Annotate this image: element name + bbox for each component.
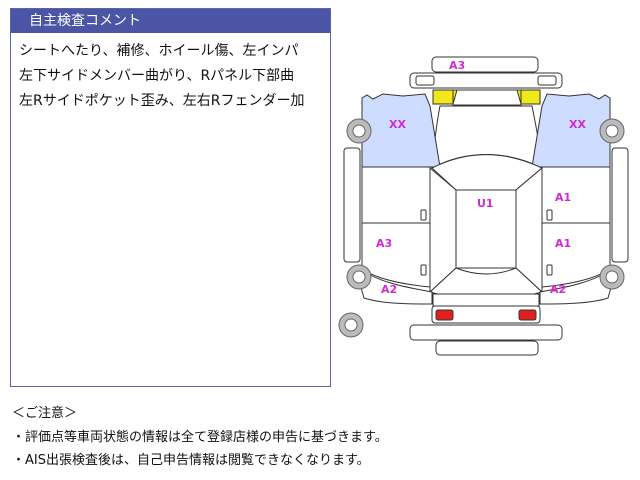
label-right-front-door: A1 xyxy=(555,191,571,204)
notes: ＜ご注意＞ ・評価点等車両状態の情報は全て登録店様の申告に基づきます。 ・AIS… xyxy=(12,402,388,473)
rear-bumper xyxy=(409,324,563,341)
label-right-rear-fender: A2 xyxy=(550,283,566,296)
right-rear-fender xyxy=(539,269,613,305)
right-side-step xyxy=(611,147,629,263)
label-roof: U1 xyxy=(477,197,494,210)
front-lamp-right xyxy=(537,75,557,86)
note-line: ・AIS出張検査後は、自己申告情報は閲覧できなくなります。 xyxy=(12,453,370,468)
trunk xyxy=(432,293,540,307)
label-front-bumper: A3 xyxy=(449,59,465,72)
left-doors xyxy=(361,166,431,288)
note-line: ・評価点等車両状態の情報は全て登録店様の申告に基づきます。 xyxy=(12,429,388,445)
left-rear-fender xyxy=(359,269,433,305)
label-right-front-fender: XX xyxy=(569,118,586,131)
rear-panel xyxy=(431,305,541,324)
left-side-step xyxy=(343,147,361,263)
label-left-rear-fender: A2 xyxy=(381,283,397,296)
taillight-left xyxy=(435,309,454,321)
label-left-rear-door: A3 xyxy=(376,237,392,250)
comment-title: 自主検査コメント xyxy=(11,9,330,33)
comment-line: 左下サイドメンバー曲がり、Rパネル下部曲 xyxy=(19,68,295,84)
inspection-comment-panel: 自主検査コメント シートへたり、補修、ホイール傷、左インパ 左下サイドメンバー曲… xyxy=(10,8,331,387)
notes-heading: ＜ご注意＞ xyxy=(12,406,78,421)
roof xyxy=(455,189,517,269)
rear-bumper-bottom xyxy=(435,340,539,356)
label-left-front-fender: XX xyxy=(389,118,406,131)
comment-line: 左Rサイドポケット歪み、左右Rフェンダー加 xyxy=(19,93,305,109)
front-bumper xyxy=(409,72,563,89)
grille xyxy=(452,89,522,106)
comment-body: シートへたり、補修、ホイール傷、左インパ 左下サイドメンバー曲がり、Rパネル下部… xyxy=(11,33,330,114)
front-lamp-left xyxy=(415,75,435,86)
taillight-right xyxy=(518,309,537,321)
headlight-right xyxy=(516,89,541,105)
label-right-rear-door: A1 xyxy=(555,237,571,250)
front-bumper-top xyxy=(431,56,539,73)
comment-line: シートへたり、補修、ホイール傷、左インパ xyxy=(19,43,299,59)
